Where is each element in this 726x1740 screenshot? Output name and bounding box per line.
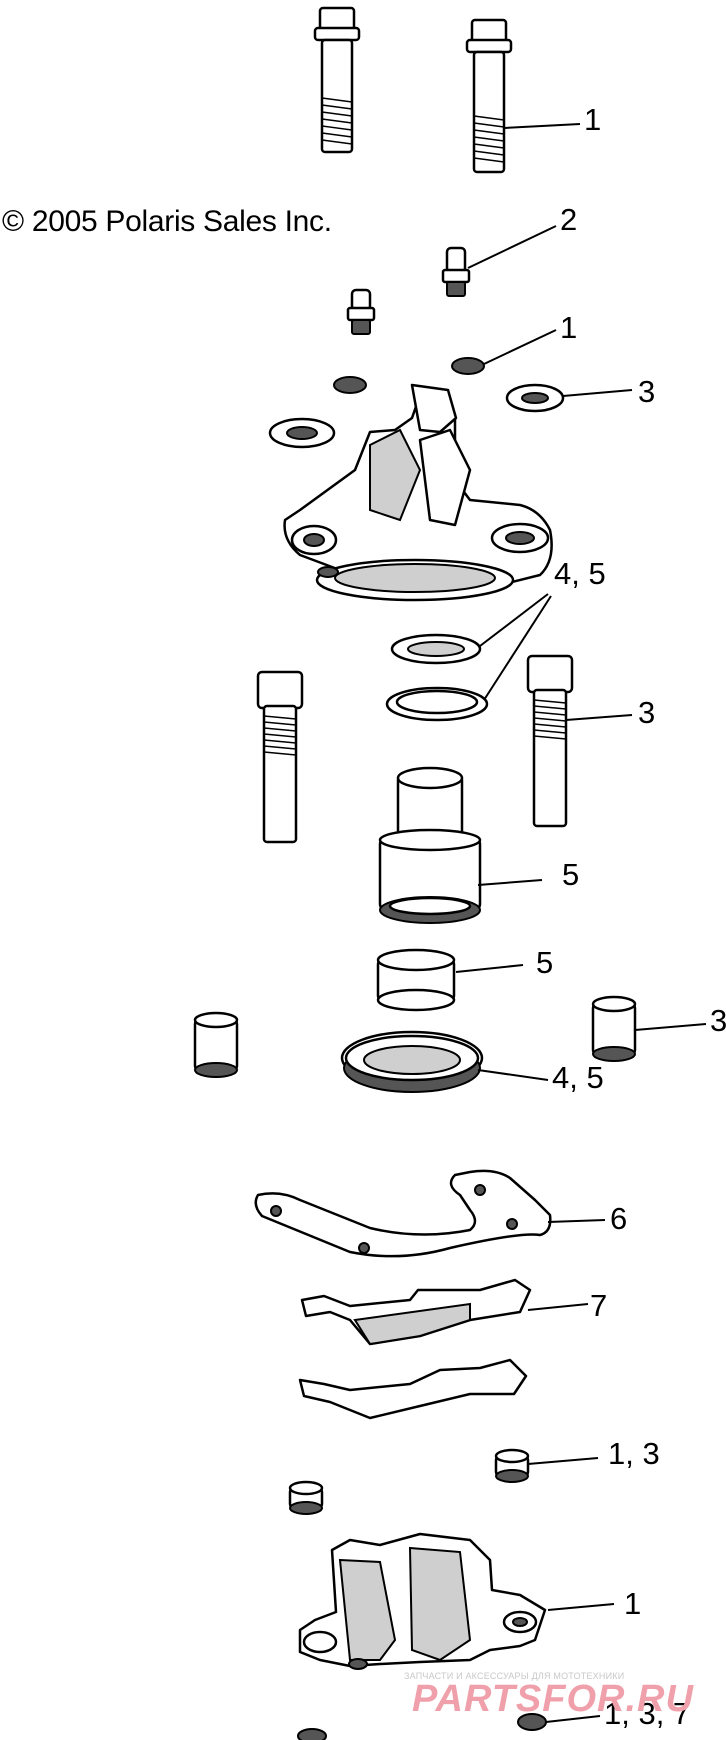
callout-11: 6: [610, 1201, 628, 1236]
callout-12: 7: [590, 1288, 608, 1323]
callout-9: 3: [710, 1003, 726, 1038]
callout-1: 1: [584, 102, 602, 137]
leader-2: [467, 225, 557, 269]
seal-lower-large: [340, 1030, 484, 1093]
nut-bottom-left: [297, 1728, 327, 1740]
leader-13: [527, 1457, 599, 1465]
long-bolt-right: [465, 18, 513, 174]
copyright-text: © 2005 Polaris Sales Inc.: [2, 205, 332, 238]
washer-right: [505, 383, 565, 413]
cap-lower-right: [494, 1448, 530, 1483]
caliper-body-lower: [298, 1532, 547, 1670]
leader-10: [477, 1069, 549, 1081]
leader-8: [455, 964, 524, 973]
seal-upper-small: [390, 633, 482, 665]
callout-14: 1: [624, 1586, 642, 1621]
leader-4: [562, 389, 633, 397]
callout-3: 1: [560, 310, 578, 345]
callout-7: 5: [562, 857, 580, 892]
leader-12: [527, 1303, 589, 1311]
seal-upper-large: [385, 686, 489, 722]
leader-11: [547, 1219, 606, 1223]
slide-pin-left: [256, 670, 304, 844]
callout-15: 1, 3, 7: [604, 1696, 691, 1731]
cap-top-right: [451, 357, 485, 375]
bleeder-valve-left: [346, 288, 376, 335]
leader-5a: [479, 593, 549, 647]
leader-7: [477, 879, 543, 886]
leader-6: [565, 714, 633, 721]
cap-lower-left: [288, 1480, 324, 1515]
leader-1: [503, 123, 581, 129]
piston-cup: [376, 948, 456, 1012]
long-bolt-left: [313, 6, 361, 154]
callout-4: 3: [638, 374, 656, 409]
callout-6: 3: [638, 695, 656, 730]
washer-left: [268, 417, 336, 449]
leader-5b: [483, 595, 552, 701]
leader-14: [547, 1603, 615, 1611]
callout-10: 4, 5: [552, 1060, 604, 1095]
callout-5: 4, 5: [554, 556, 606, 591]
watermark-brand: PARTSFOR.RU: [412, 1678, 694, 1720]
bleeder-valve-right: [441, 246, 471, 297]
watermark-tagline: ЗАПЧАСТИ И АКСЕССУАРЫ ДЛЯ МОТОТЕХНИКИ: [404, 1671, 625, 1681]
brake-pad-lower: [298, 1358, 528, 1420]
slide-pin-right: [526, 654, 574, 828]
callout-8: 5: [536, 945, 554, 980]
mounting-bracket: [254, 1169, 552, 1258]
piston-assembly: [378, 766, 482, 924]
bushing-right: [591, 995, 637, 1062]
callout-2: 2: [560, 202, 578, 237]
caliper-body-upper: [283, 383, 553, 602]
callout-13: 1, 3: [608, 1436, 660, 1471]
cap-top-left: [333, 376, 367, 394]
leader-3: [483, 329, 557, 365]
leader-15: [545, 1715, 601, 1723]
brake-pad-upper: [300, 1278, 532, 1346]
leader-9: [634, 1023, 707, 1031]
bushing-left: [193, 1011, 239, 1078]
